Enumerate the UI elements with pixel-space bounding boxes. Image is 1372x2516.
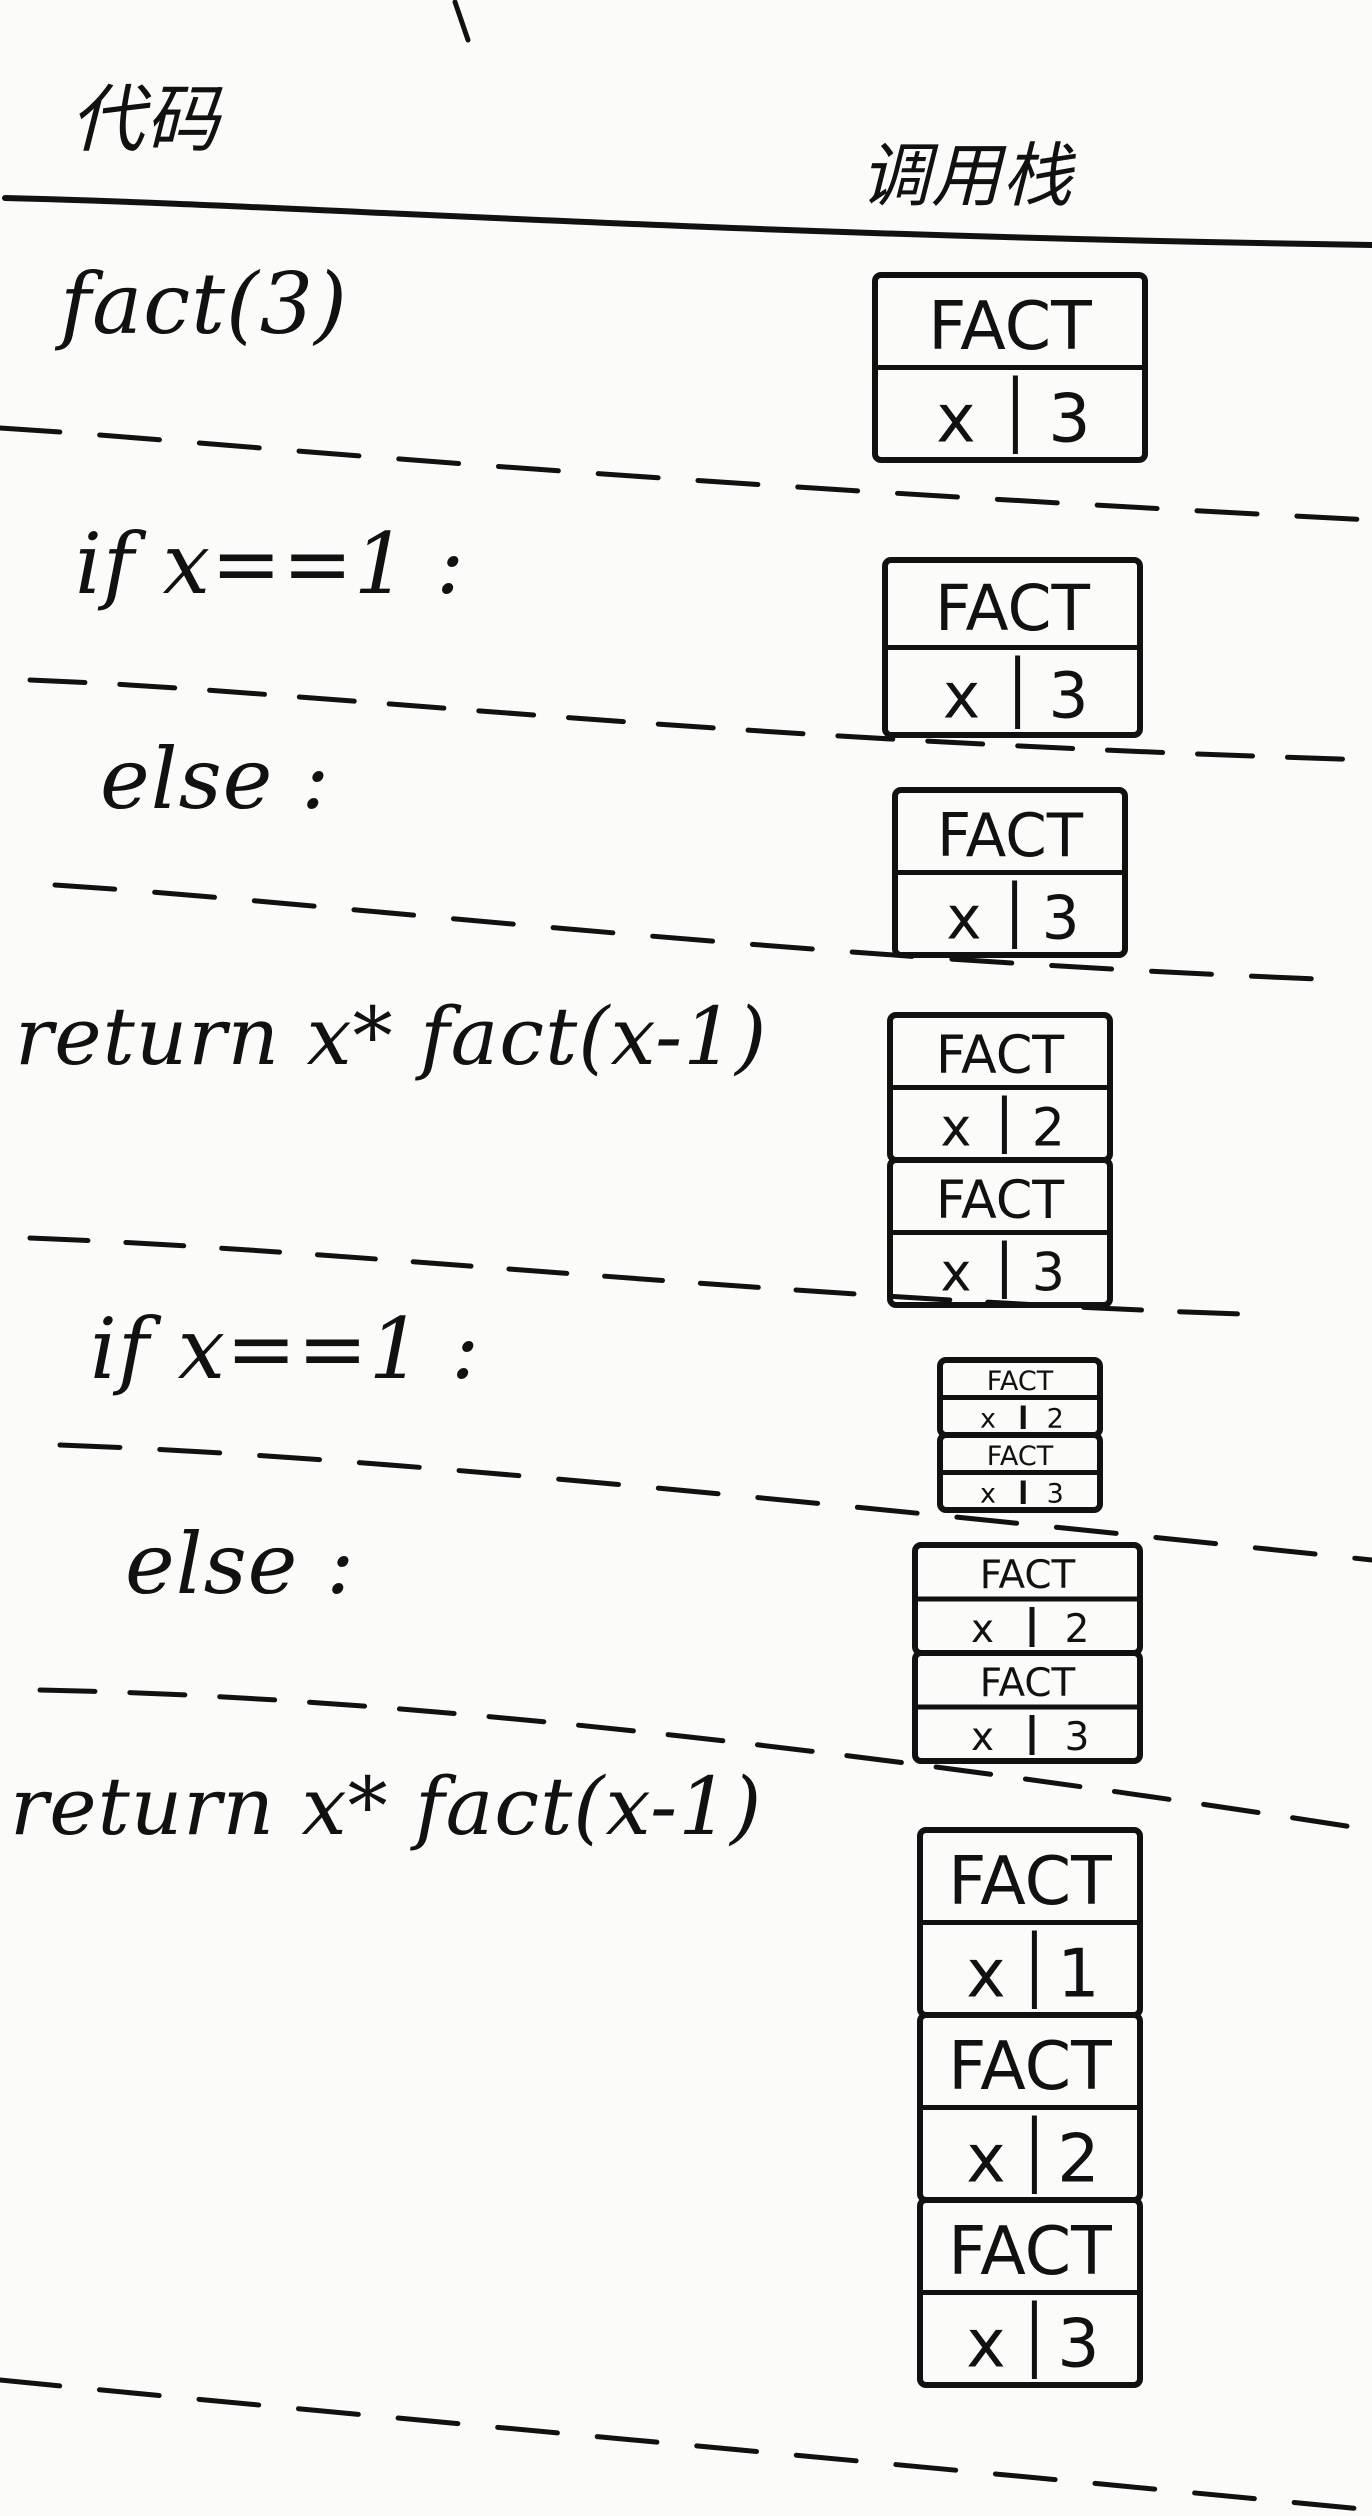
frame-variable-value: 3	[1057, 2305, 1099, 2383]
row-separator-line	[27, 677, 1372, 763]
frame-function-name: FACT	[948, 1842, 1112, 1920]
call-stack-column-header: 调用栈	[860, 135, 1073, 217]
frame-function-name: FACT	[980, 1553, 1076, 1598]
frame-variable-name: x	[966, 2305, 1005, 2383]
frame-variable-value: 1	[1057, 1935, 1099, 2013]
frame-function-name: FACT	[936, 1171, 1065, 1231]
stack-frame: FACT x 3	[912, 1650, 1143, 1764]
code-line-return: return x* fact(x-1)	[10, 1760, 763, 1853]
frame-variable-value: 2	[1047, 1404, 1064, 1435]
frame-variable-name: x	[971, 1607, 994, 1652]
frame-variable-name: x	[946, 885, 981, 954]
frame-variable-value: 3	[1065, 1715, 1090, 1760]
row-separator-line	[57, 1442, 1372, 1563]
frame-function-name: FACT	[936, 1026, 1065, 1086]
frame-variable-name: x	[966, 2120, 1005, 2198]
row-separator-line	[37, 1687, 1372, 1833]
stack-frame: FACT x 2	[912, 1542, 1143, 1656]
stray-pen-stroke	[452, 0, 471, 43]
frame-variable-name: x	[941, 1099, 972, 1159]
frame-function-name: FACT	[948, 2027, 1112, 2105]
frame-variable-name: x	[966, 1935, 1005, 2013]
frame-variable-name: x	[941, 1244, 972, 1304]
row-separator-line	[0, 2377, 1372, 2513]
frame-function-name: FACT	[980, 1661, 1076, 1706]
row-separator-line	[0, 425, 1372, 523]
frame-variable-name: x	[936, 380, 975, 458]
frame-variable-value: 3	[1042, 885, 1080, 954]
frame-variable-name: x	[943, 660, 980, 733]
frame-variable-value: 3	[1047, 1479, 1064, 1510]
code-line-return: return x* fact(x-1)	[15, 990, 768, 1083]
frame-function-name: FACT	[935, 572, 1090, 645]
code-line-else: else :	[100, 730, 331, 828]
row-separator-line	[52, 882, 1348, 983]
code-line-else: else :	[125, 1515, 356, 1613]
code-line-call: fact(3)	[60, 255, 348, 353]
code-column-header: 代码	[70, 77, 220, 163]
frame-function-name: FACT	[987, 1366, 1054, 1397]
code-line-if: if x==1 :	[75, 515, 466, 613]
header-divider-line	[2, 195, 1372, 248]
frame-function-name: FACT	[937, 802, 1084, 871]
frame-function-name: FACT	[948, 2212, 1112, 2290]
frame-variable-name: x	[971, 1715, 994, 1760]
row-separator-line	[27, 1235, 1273, 1318]
frame-function-name: FACT	[987, 1441, 1054, 1472]
frame-variable-value: 2	[1057, 2120, 1099, 2198]
frame-function-name: FACT	[928, 287, 1092, 365]
code-line-if: if x==1 :	[90, 1300, 481, 1398]
frame-variable-value: 2	[1065, 1607, 1090, 1652]
frame-variable-value: 3	[1032, 1244, 1065, 1304]
stack-frame: FACT x 3	[937, 1432, 1103, 1513]
frame-variable-value: 3	[1049, 660, 1089, 733]
stack-frame: FACT x 2	[937, 1357, 1103, 1438]
frame-variable-value: 2	[1032, 1099, 1065, 1159]
frame-variable-name: x	[980, 1479, 996, 1510]
frame-variable-name: x	[980, 1404, 996, 1435]
frame-variable-value: 3	[1048, 380, 1090, 458]
